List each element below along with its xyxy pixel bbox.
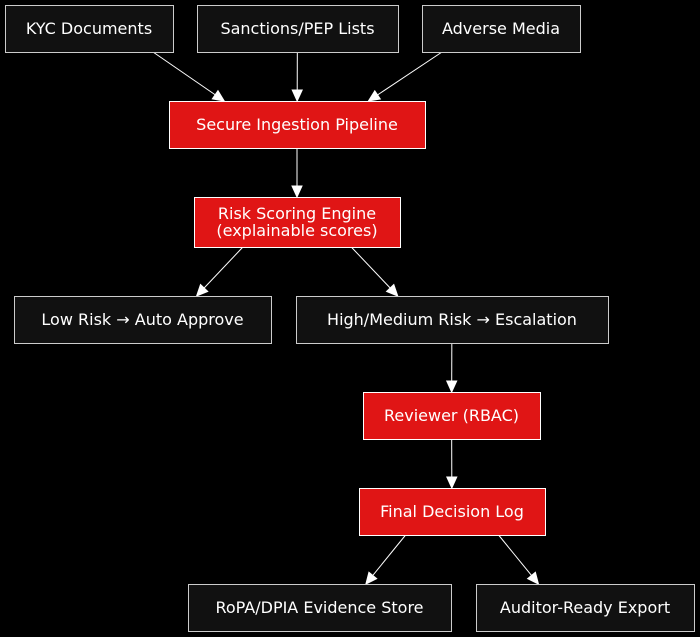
node-label: Low Risk → Auto Approve xyxy=(41,310,243,329)
node-box xyxy=(197,5,399,53)
node-label: KYC Documents xyxy=(26,19,152,38)
node-kyc: KYC Documents xyxy=(5,5,174,53)
edge-final-to-auditor xyxy=(498,534,540,585)
node-box xyxy=(169,101,426,149)
node-sanctions: Sanctions/PEP Lists xyxy=(197,5,399,53)
edge-kyc-to-ingestion xyxy=(152,51,226,102)
node-label: (explainable scores) xyxy=(216,221,377,240)
edges-layer xyxy=(152,51,540,585)
arrowhead xyxy=(195,283,209,297)
node-label: Reviewer (RBAC) xyxy=(384,406,519,425)
node-box xyxy=(14,296,272,344)
edge-line xyxy=(498,534,532,576)
arrowhead xyxy=(446,476,458,490)
arrowhead xyxy=(211,89,226,102)
node-box xyxy=(194,197,401,248)
node-label: Adverse Media xyxy=(442,19,560,38)
node-label: Final Decision Log xyxy=(380,502,524,521)
arrowhead xyxy=(291,185,303,199)
node-label: High/Medium Risk → Escalation xyxy=(327,310,577,329)
node-box xyxy=(296,296,609,344)
arrowhead xyxy=(526,571,540,585)
node-final: Final Decision Log xyxy=(359,488,546,536)
node-auditor: Auditor-Ready Export xyxy=(476,584,695,632)
edge-sanctions-to-ingestion xyxy=(291,51,303,103)
node-high: High/Medium Risk → Escalation xyxy=(296,296,609,344)
edge-adverse-to-ingestion xyxy=(367,51,443,102)
edge-line xyxy=(350,246,391,289)
edge-line xyxy=(372,534,407,576)
edge-line xyxy=(377,51,443,96)
edge-risk-to-high xyxy=(350,246,399,297)
arrowhead xyxy=(445,380,458,394)
node-box xyxy=(476,584,695,632)
edge-line xyxy=(203,246,244,289)
arrowhead xyxy=(367,89,382,102)
edge-reviewer-to-final xyxy=(446,438,458,490)
edge-final-to-ropa xyxy=(365,534,407,585)
node-risk: Risk Scoring Engine(explainable scores) xyxy=(194,197,401,248)
node-ropa: RoPA/DPIA Evidence Store xyxy=(188,584,452,632)
node-box xyxy=(422,5,581,53)
node-ingestion: Secure Ingestion Pipeline xyxy=(169,101,426,149)
node-label: RoPA/DPIA Evidence Store xyxy=(215,598,423,617)
node-adverse: Adverse Media xyxy=(422,5,581,53)
edge-line xyxy=(152,51,216,96)
arrowhead xyxy=(291,89,303,103)
node-box xyxy=(188,584,452,632)
node-label: Auditor-Ready Export xyxy=(500,598,670,617)
arrowhead xyxy=(385,283,399,297)
node-box xyxy=(363,392,541,440)
node-box xyxy=(359,488,546,536)
nodes-layer: KYC Documents Sanctions/PEP Lists Adverse … xyxy=(5,5,695,632)
node-label: Risk Scoring Engine xyxy=(218,204,376,223)
edge-risk-to-low xyxy=(195,246,244,297)
edge-high-to-reviewer xyxy=(445,342,458,394)
node-label: Sanctions/PEP Lists xyxy=(220,19,374,38)
node-label: Secure Ingestion Pipeline xyxy=(196,115,398,134)
arrowhead xyxy=(365,571,378,585)
edge-ingestion-to-risk xyxy=(291,148,303,199)
node-box xyxy=(5,5,174,53)
node-reviewer: Reviewer (RBAC) xyxy=(363,392,541,440)
node-low: Low Risk → Auto Approve xyxy=(14,296,272,344)
